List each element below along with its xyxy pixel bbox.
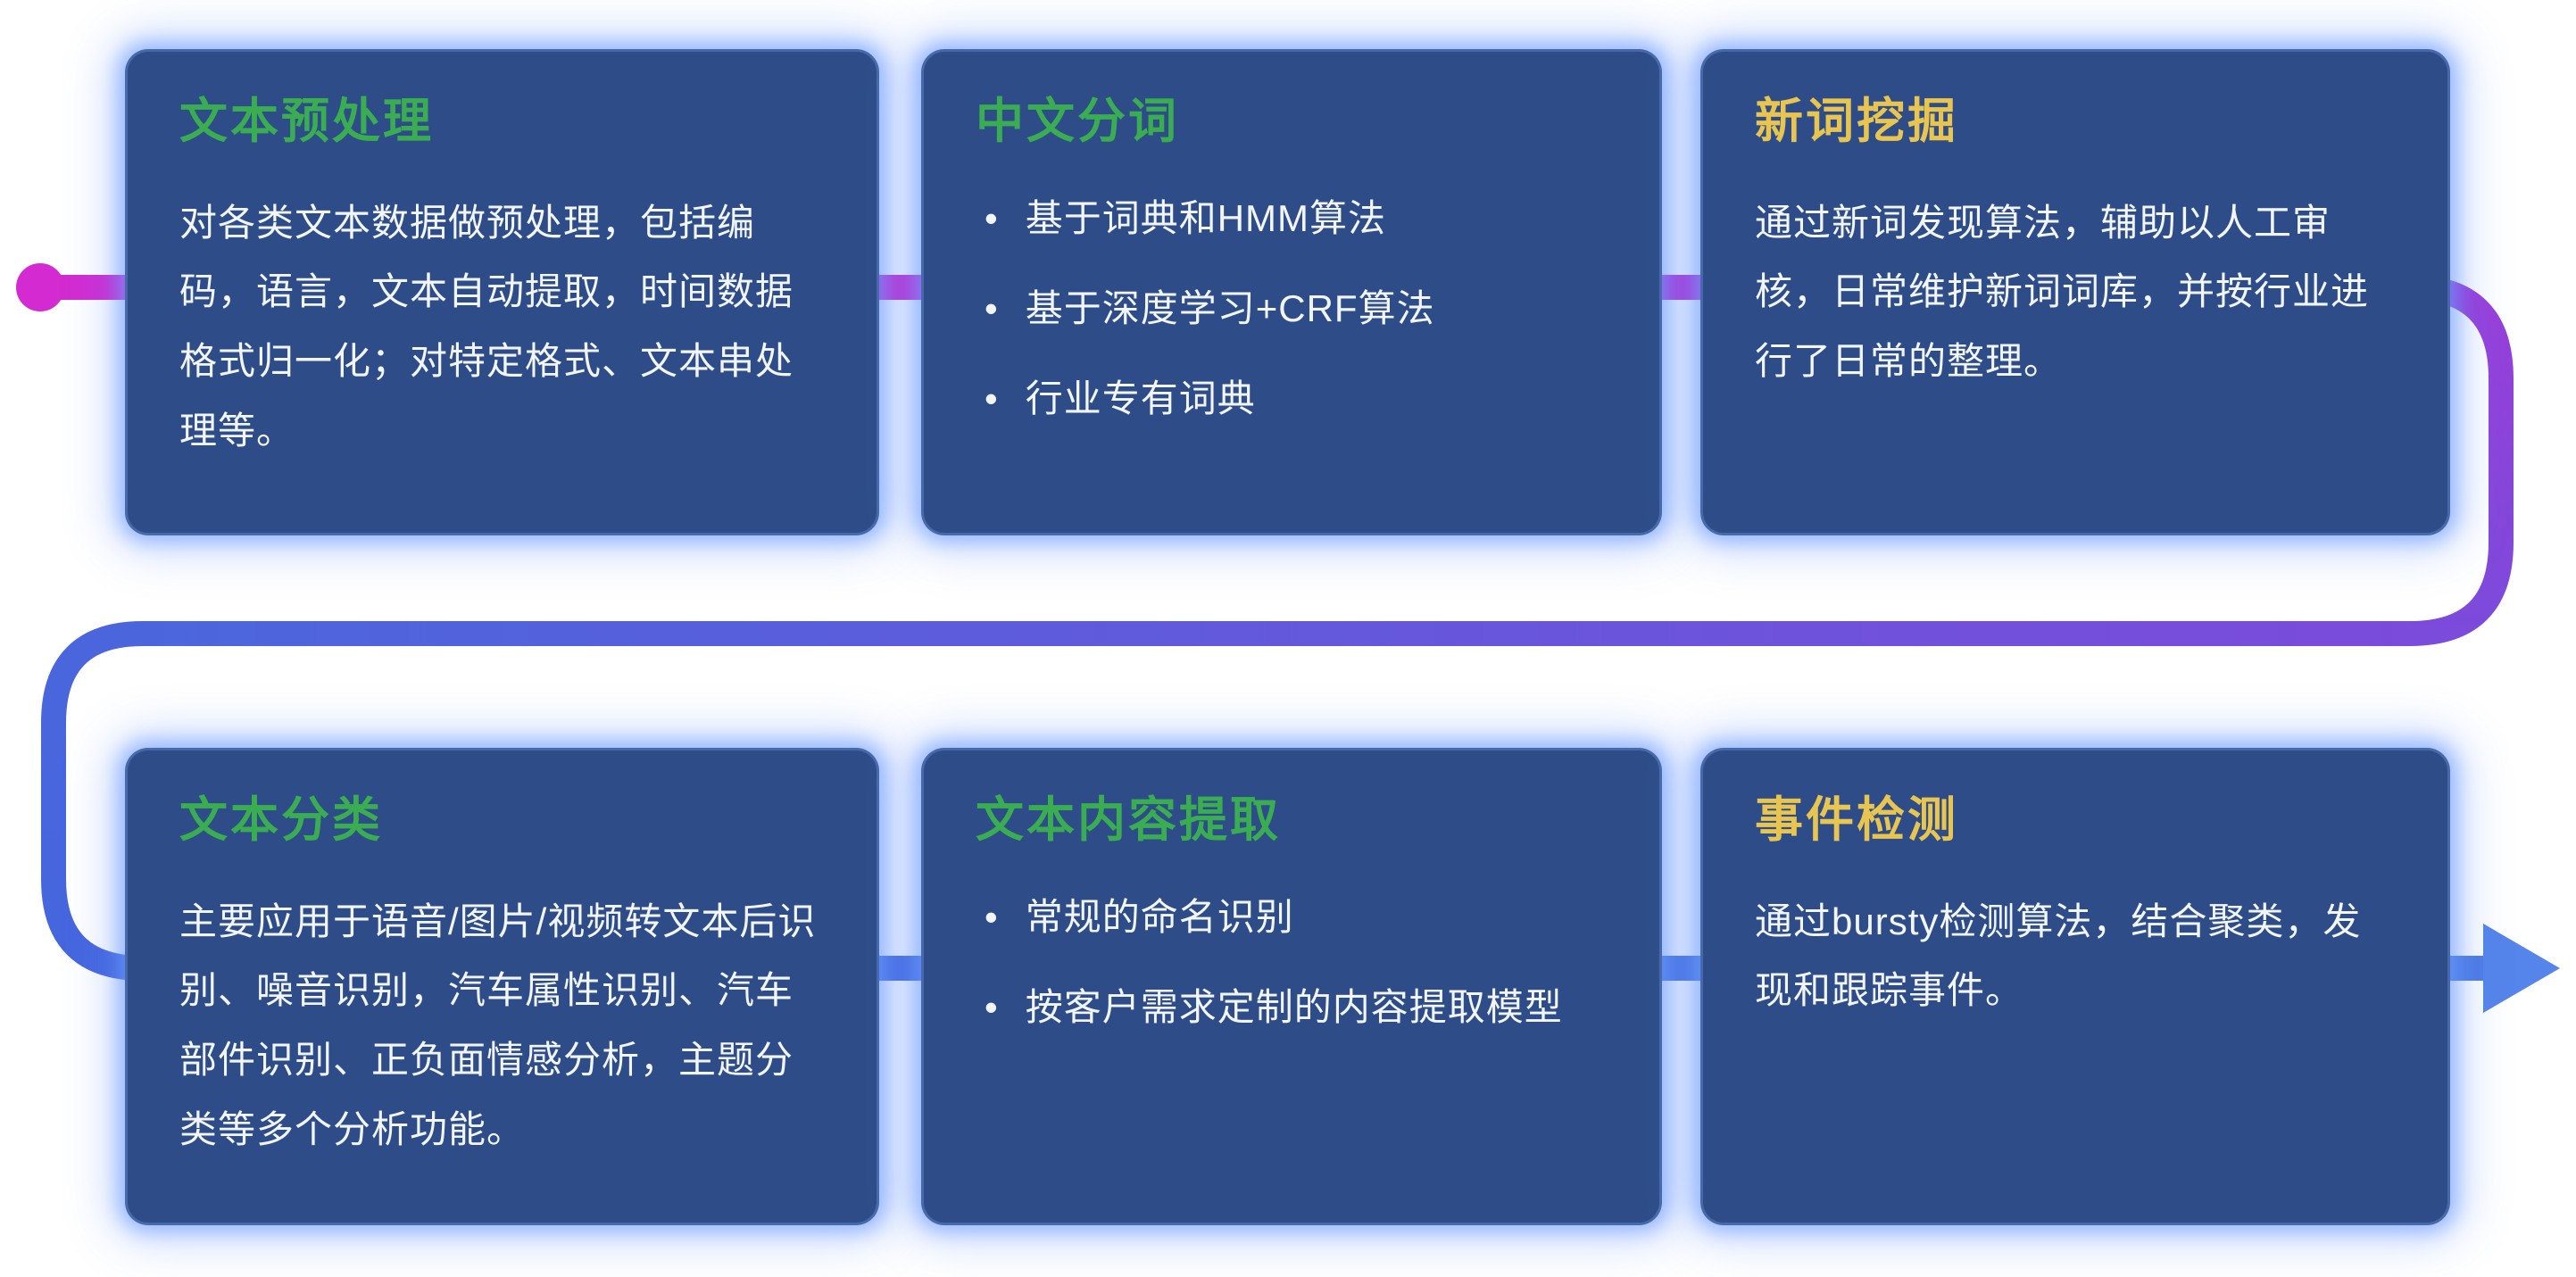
flow-start-dot-icon [16,263,64,311]
list-item: • 基于深度学习+CRF算法 [976,282,1609,336]
card-body-text: 主要应用于语音/图片/视频转文本后识别、噪音识别，汽车属性识别、汽车部件识别、正… [179,900,817,1150]
bullet-text: 按客户需求定制的内容提取模型 [1025,985,1563,1028]
bullet-text: 行业专有词典 [1025,377,1256,419]
card-text-preprocessing: 文本预处理 对各类文本数据做预处理，包括编码，语言，文本自动提取，时间数据格式归… [125,49,879,535]
card-body-text: 通过bursty检测算法，结合聚类，发现和跟踪事件。 [1755,900,2362,1012]
bullet-icon: • [985,377,999,419]
list-item: • 行业专有词典 [976,372,1609,427]
list-item: • 基于词典和HMM算法 [976,192,1609,246]
card-body-text: 对各类文本数据做预处理，包括编码，语言，文本自动提取，时间数据格式归一化；对特定… [179,201,794,452]
list-item: • 按客户需求定制的内容提取模型 [976,981,1609,1035]
card-title: 中文分词 [976,95,1179,148]
bullet-text: 常规的命名识别 [1025,895,1294,938]
flow-left-uturn [41,621,144,981]
bullet-text: 基于深度学习+CRF算法 [1025,286,1435,329]
card-title: 事件检测 [1755,793,1958,847]
list-item: • 常规的命名识别 [976,891,1609,945]
bullet-icon: • [985,286,999,329]
bullet-icon: • [985,196,999,239]
card-body-text: 通过新词发现算法，辅助以人工审核，日常维护新词词库，并按行业进行了日常的整理。 [1755,201,2370,383]
bullet-icon: • [985,985,999,1028]
card-title: 新词挖掘 [1755,95,1958,148]
bullet-icon: • [985,895,999,938]
card-text-classification: 文本分类 主要应用于语音/图片/视频转文本后识别、噪音识别，汽车属性识别、汽车部… [125,748,879,1225]
flow-right-uturn [2409,275,2514,646]
card-title: 文本预处理 [179,95,434,148]
card-text-content-extraction: 文本内容提取 • 常规的命名识别 • 按客户需求定制的内容提取模型 [921,748,1662,1225]
bullet-text: 基于词典和HMM算法 [1025,196,1387,239]
bullet-list: • 常规的命名识别 • 按客户需求定制的内容提取模型 [976,891,1609,1035]
card-chinese-word-segmentation: 中文分词 • 基于词典和HMM算法 • 基于深度学习+CRF算法 • 行业专有词… [921,49,1662,535]
bullet-list: • 基于词典和HMM算法 • 基于深度学习+CRF算法 • 行业专有词典 [976,192,1609,427]
card-title: 文本分类 [179,793,383,847]
flow-end-arrow-icon [2483,924,2560,1013]
card-title: 文本内容提取 [976,793,1281,847]
card-new-word-mining: 新词挖掘 通过新词发现算法，辅助以人工审核，日常维护新词词库，并按行业进行了日常… [1700,49,2450,535]
card-event-detection: 事件检测 通过bursty检测算法，结合聚类，发现和跟踪事件。 [1700,748,2450,1225]
